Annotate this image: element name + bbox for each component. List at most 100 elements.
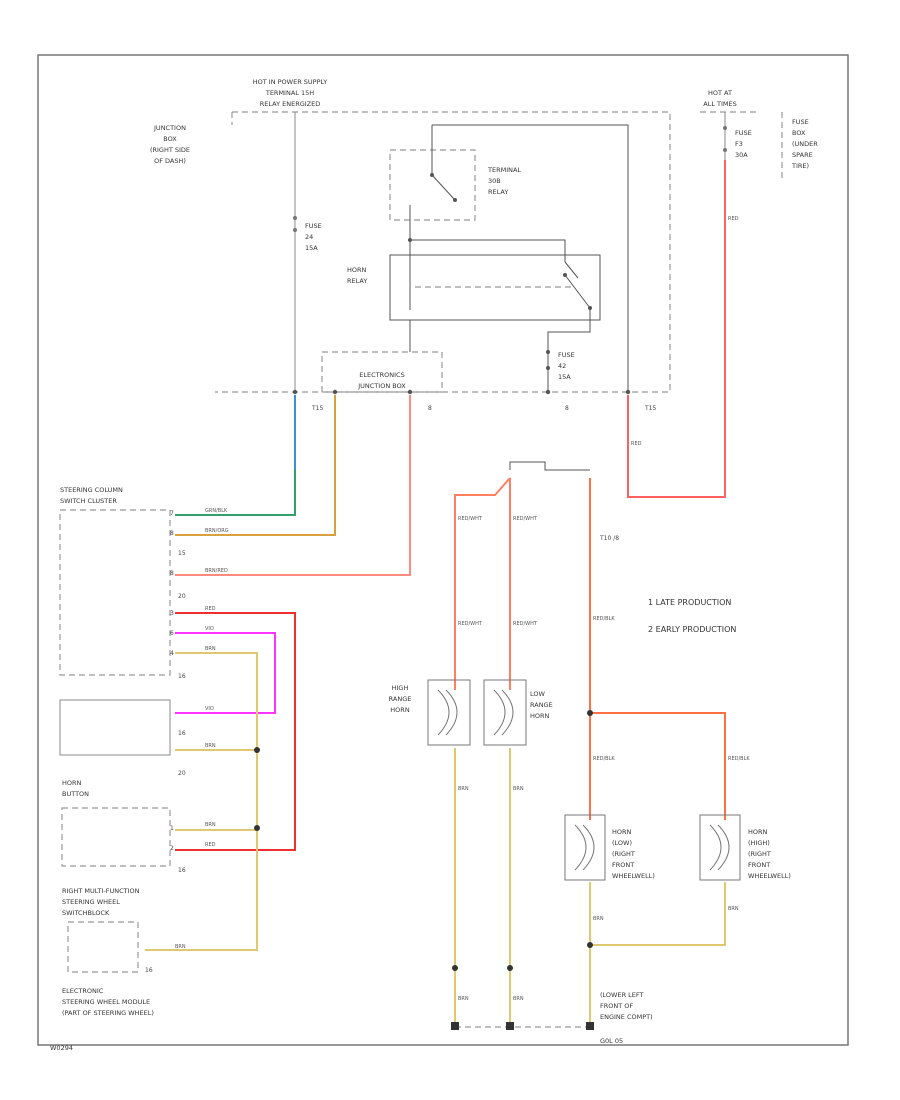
wire-grn-blk <box>175 395 296 516</box>
steering-column-switch-cluster <box>59 509 171 676</box>
svg-text:VIO: VIO <box>205 706 214 712</box>
svg-text:FRONT: FRONT <box>612 861 634 869</box>
horn-high-right-front <box>699 814 741 881</box>
svg-text:BRN: BRN <box>593 916 604 922</box>
svg-text:WHEELWELL): WHEELWELL) <box>612 872 655 880</box>
svg-text:HOT IN POWER SUPPLY: HOT IN POWER SUPPLY <box>253 78 328 86</box>
svg-text:HORN: HORN <box>748 828 768 836</box>
svg-text:HORN: HORN <box>530 712 550 720</box>
pin-jb-a: T15 <box>311 405 323 412</box>
svg-text:15A: 15A <box>558 373 571 381</box>
svg-text:(LOWER LEFT: (LOWER LEFT <box>600 991 644 999</box>
svg-text:TERMINAL 15H: TERMINAL 15H <box>265 89 314 97</box>
svg-text:15A: 15A <box>305 244 318 252</box>
wire-vio <box>175 632 276 714</box>
svg-text:BRN/ORG: BRN/ORG <box>205 528 229 534</box>
svg-text:FRONT OF: FRONT OF <box>600 1002 633 1010</box>
horn-high-right-label: HORN (HIGH) (RIGHT FRONT WHEELWELL) <box>748 828 791 880</box>
svg-text:FUSE: FUSE <box>735 129 752 137</box>
svg-text:16: 16 <box>178 673 186 680</box>
svg-text:8: 8 <box>170 570 174 577</box>
wire-red-wht-a <box>454 477 511 690</box>
multifunction-switchblock <box>67 921 139 973</box>
wire-brn-red <box>175 395 411 576</box>
svg-text:RED: RED <box>205 606 216 612</box>
svg-text:HORN: HORN <box>390 706 410 714</box>
svg-text:RED/BLK: RED/BLK <box>593 756 615 762</box>
svg-text:RED/WHT: RED/WHT <box>513 516 538 522</box>
svg-text:RED/BLK: RED/BLK <box>728 756 750 762</box>
svg-text:HORN: HORN <box>347 266 367 274</box>
svg-text:ALL TIMES: ALL TIMES <box>703 100 736 108</box>
svg-text:42: 42 <box>558 362 566 370</box>
svg-text:RELAY ENERGIZED: RELAY ENERGIZED <box>260 100 320 108</box>
svg-text:ELECTRONIC: ELECTRONIC <box>62 987 104 995</box>
svg-text:(RIGHT: (RIGHT <box>748 850 771 858</box>
svg-text:SWITCH CLUSTER: SWITCH CLUSTER <box>60 497 117 505</box>
pin-jb-d: T15 <box>644 405 656 412</box>
horn-button-label: HORN BUTTON <box>62 779 89 798</box>
svg-text:3: 3 <box>170 610 174 617</box>
svg-text:HORN: HORN <box>62 779 82 787</box>
svg-text:RELAY: RELAY <box>488 188 508 196</box>
svg-text:(PART OF STEERING WHEEL): (PART OF STEERING WHEEL) <box>62 1009 154 1017</box>
high-range-horn <box>427 679 471 746</box>
wire-red-hot <box>627 160 726 498</box>
svg-text:6: 6 <box>170 630 174 637</box>
svg-text:VIO: VIO <box>205 626 214 632</box>
svg-text:24: 24 <box>305 233 313 241</box>
svg-text:BOX: BOX <box>792 129 806 137</box>
wire-brn-1 <box>145 652 258 951</box>
clock-spring-box <box>59 699 171 756</box>
power-supply-label: HOT IN POWER SUPPLY TERMINAL 15H RELAY E… <box>253 78 328 108</box>
svg-text:SPARE: SPARE <box>792 151 813 159</box>
pin-jb-c: 8 <box>565 405 569 412</box>
svg-text:JUNCTION BOX: JUNCTION BOX <box>357 382 406 390</box>
svg-text:8: 8 <box>170 530 174 537</box>
diagram-border <box>37 54 849 1046</box>
horn-low-right-front <box>564 814 606 881</box>
svg-text:BRN: BRN <box>728 906 739 912</box>
fuse-42-label: FUSE 42 15A <box>558 351 575 381</box>
junction-box-label: JUNCTION BOX (RIGHT SIDE OF DASH) <box>150 124 190 165</box>
svg-text:16: 16 <box>178 730 186 737</box>
svg-text:(HIGH): (HIGH) <box>748 839 770 847</box>
svg-text:RED/BLK: RED/BLK <box>593 616 615 622</box>
svg-text:RIGHT MULTI-FUNCTION: RIGHT MULTI-FUNCTION <box>62 887 140 895</box>
svg-text:1 LATE PRODUCTION: 1 LATE PRODUCTION <box>648 598 731 607</box>
svg-text:30A: 30A <box>735 151 748 159</box>
svg-text:F3: F3 <box>735 140 743 148</box>
svg-text:BRN: BRN <box>458 786 469 792</box>
horn-relay-label: HORN RELAY <box>347 266 367 285</box>
wire-brn-gnd-d <box>590 882 726 946</box>
svg-text:RELAY: RELAY <box>347 277 367 285</box>
svg-text:FUSE: FUSE <box>792 118 809 126</box>
svg-text:30B: 30B <box>488 177 501 185</box>
svg-text:BRN: BRN <box>205 743 216 749</box>
svg-text:RED: RED <box>728 216 739 222</box>
svg-text:TIRE): TIRE) <box>791 162 809 170</box>
svg-text:WHEELWELL): WHEELWELL) <box>748 872 791 880</box>
svg-text:HOT AT: HOT AT <box>708 89 732 97</box>
steering-column-label: STEERING COLUMN SWITCH CLUSTER <box>60 486 123 505</box>
ecu-label: ELECTRONICS JUNCTION BOX <box>357 371 406 390</box>
pin-jb-b: 8 <box>428 405 432 412</box>
svg-text:RED/WHT: RED/WHT <box>513 621 538 627</box>
svg-text:RED/WHT: RED/WHT <box>458 621 483 627</box>
svg-text:20: 20 <box>178 770 186 777</box>
wire-red-blk <box>589 478 726 820</box>
svg-text:(UNDER: (UNDER <box>792 140 818 148</box>
svg-text:ENGINE COMPT): ENGINE COMPT) <box>600 1013 653 1021</box>
svg-text:RANGE: RANGE <box>389 695 412 703</box>
svg-text:RED/WHT: RED/WHT <box>458 516 483 522</box>
ground-label: (LOWER LEFT FRONT OF ENGINE COMPT) G0L 0… <box>600 991 653 1045</box>
svg-text:BOX: BOX <box>163 135 177 143</box>
wire-red-1 <box>175 612 296 851</box>
wire-brn-org <box>175 395 336 536</box>
svg-text:ELECTRONICS: ELECTRONICS <box>359 371 404 379</box>
svg-text:BUTTON: BUTTON <box>62 790 89 798</box>
svg-text:2 EARLY PRODUCTION: 2 EARLY PRODUCTION <box>648 625 736 634</box>
svg-text:FRONT: FRONT <box>748 861 770 869</box>
svg-text:HORN: HORN <box>612 828 632 836</box>
hot-at-all-times-label: HOT AT ALL TIMES <box>703 89 736 108</box>
